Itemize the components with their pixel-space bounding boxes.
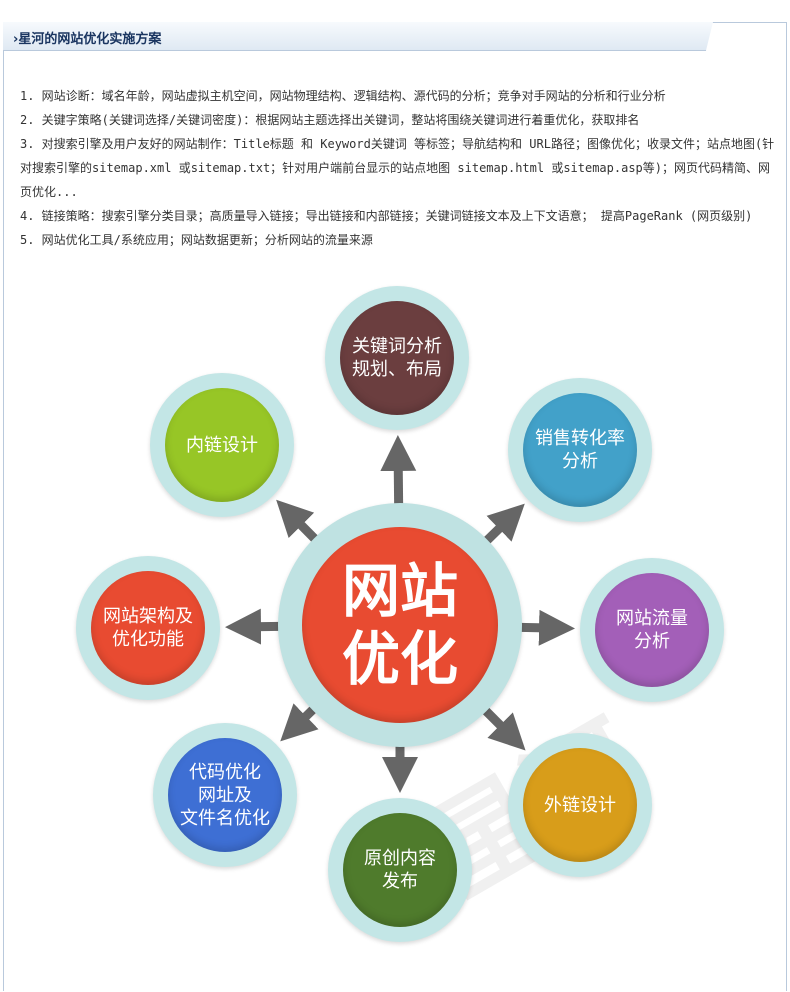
- node-label: 销售转化率分析: [523, 393, 637, 507]
- plan-item: 2. 关键字策略(关键词选择/关键词密度)：根据网站主题选择出关键词，整站将围绕…: [20, 113, 640, 127]
- plan-item: 5. 网站优化工具/系统应用；网站数据更新；分析网站的流量来源: [20, 233, 373, 247]
- diagram-node: 内链设计: [150, 373, 294, 517]
- node-label: 代码优化网址及文件名优化: [168, 738, 282, 852]
- node-label: 网站架构及优化功能: [91, 571, 205, 685]
- diagram-node: 代码优化网址及文件名优化: [153, 723, 297, 867]
- center-label: 网站优化: [302, 527, 498, 723]
- arrow: [380, 434, 417, 506]
- arrow: [481, 706, 526, 751]
- arrow: [482, 503, 525, 545]
- node-label: 网站流量分析: [595, 573, 709, 687]
- plan-item: 1. 网站诊断：域名年龄，网站虚拟主机空间，网站物理结构、逻辑结构、源代码的分析…: [20, 89, 666, 103]
- panel-header: ›星河的网站优化实施方案: [3, 22, 713, 51]
- panel-title: ›星河的网站优化实施方案: [13, 32, 162, 47]
- diagram-node: 关键词分析规划、布局: [325, 286, 469, 430]
- arrow: [280, 703, 319, 742]
- diagram-node: 外链设计: [508, 733, 652, 877]
- node-label: 原创内容发布: [343, 813, 457, 927]
- center-node: 网站优化: [278, 503, 522, 747]
- arrow: [519, 609, 576, 646]
- diagram-node: 原创内容发布: [328, 798, 472, 942]
- node-label: 关键词分析规划、布局: [340, 301, 454, 415]
- node-label: 内链设计: [165, 388, 279, 502]
- diagram-node: 网站流量分析: [580, 558, 724, 702]
- arrow: [276, 499, 319, 543]
- plan-item: 4. 链接策略：搜索引擎分类目录；高质量导入链接；导出链接和内部链接；关键词链接…: [20, 209, 753, 223]
- diagram-node: 网站架构及优化功能: [76, 556, 220, 700]
- diagram-node: 销售转化率分析: [508, 378, 652, 522]
- plan-list: 1. 网站诊断：域名年龄，网站虚拟主机空间，网站物理结构、逻辑结构、源代码的分析…: [20, 84, 775, 252]
- plan-item: 3. 对搜索引擎及用户友好的网站制作：Title标题 和 Keyword关键词 …: [20, 137, 775, 199]
- node-label: 外链设计: [523, 748, 637, 862]
